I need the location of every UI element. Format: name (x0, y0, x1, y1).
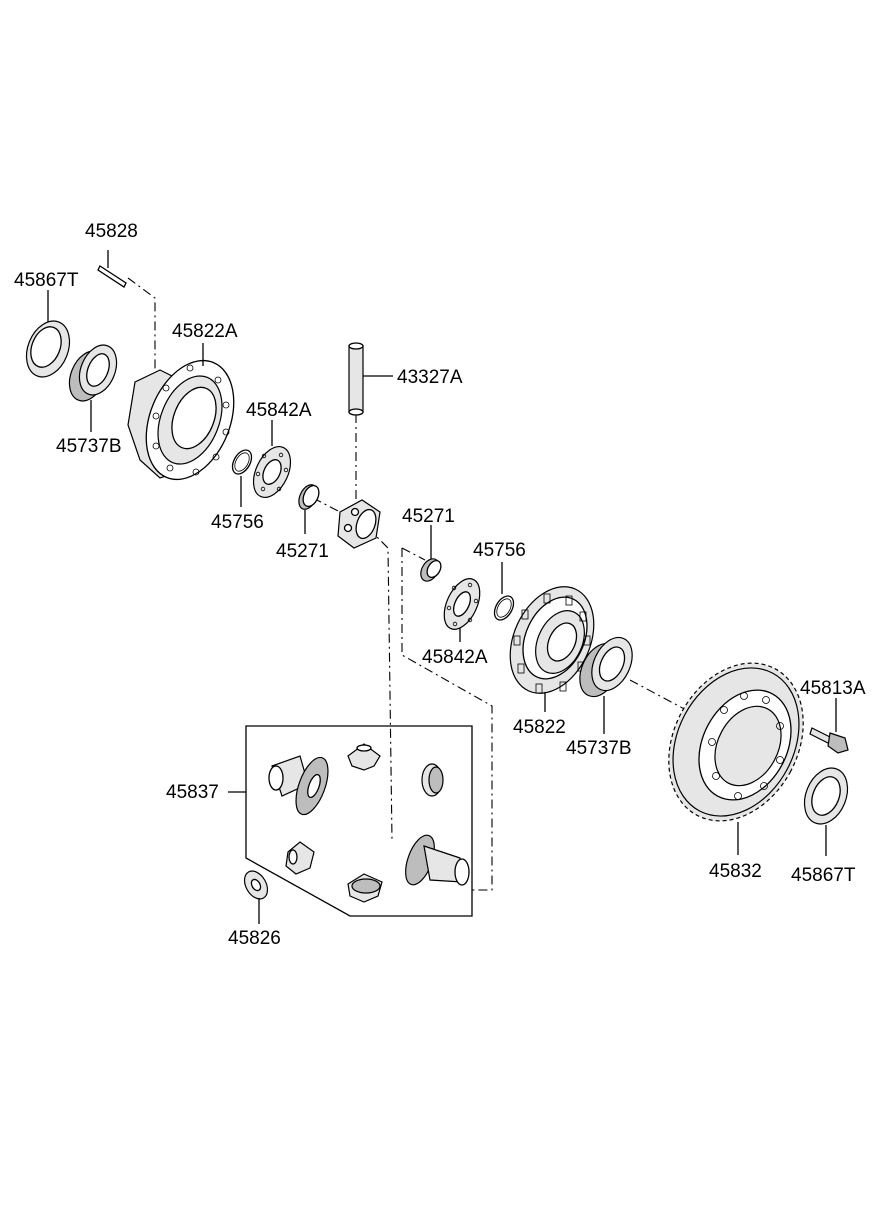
label-45271-right: 45271 (402, 506, 455, 527)
part-45867T-washer-left (25, 290, 71, 378)
label-45837: 45837 (166, 782, 219, 803)
label-45813A: 45813A (800, 678, 866, 699)
part-45826-washer (243, 870, 269, 924)
part-45867T-washer-right (803, 767, 849, 856)
label-45842A-lower: 45842A (422, 647, 488, 668)
part-45822A-case (127, 343, 235, 481)
part-45756-snapring-left (231, 449, 253, 507)
label-45842A-upper: 45842A (246, 400, 312, 421)
part-45842A-washer-lower (443, 578, 481, 642)
part-45837-gearkit (228, 725, 473, 917)
part-45756-snapring-right (493, 562, 515, 621)
part-45822-case (509, 586, 595, 712)
part-45813A-bolt (809, 698, 849, 754)
label-45756-right: 45756 (473, 540, 526, 561)
label-43327A: 43327A (397, 367, 463, 388)
label-45822A: 45822A (172, 321, 238, 342)
label-45828: 45828 (85, 221, 138, 242)
label-45737B-right: 45737B (566, 738, 632, 759)
label-45826: 45826 (228, 928, 281, 949)
label-45822: 45822 (513, 717, 566, 738)
part-45737B-bearing-right (579, 636, 633, 734)
part-45828-pin (97, 250, 127, 288)
label-45867T-right: 45867T (791, 865, 856, 886)
part-45737B-bearing-left (68, 344, 118, 432)
label-45867T-left: 45867T (14, 270, 79, 291)
part-43327A-shaft (348, 342, 393, 416)
part-45271-washer-right (420, 525, 442, 582)
label-45832: 45832 (709, 861, 762, 882)
label-45271-left: 45271 (276, 541, 329, 562)
label-45756-left: 45756 (211, 512, 264, 533)
part-45842A-washer-upper (252, 420, 292, 498)
part-pinion-block (337, 499, 381, 549)
part-45271-washer-left (298, 484, 320, 534)
part-45832-ringgear (668, 662, 804, 855)
label-45737B-left: 45737B (56, 436, 122, 457)
